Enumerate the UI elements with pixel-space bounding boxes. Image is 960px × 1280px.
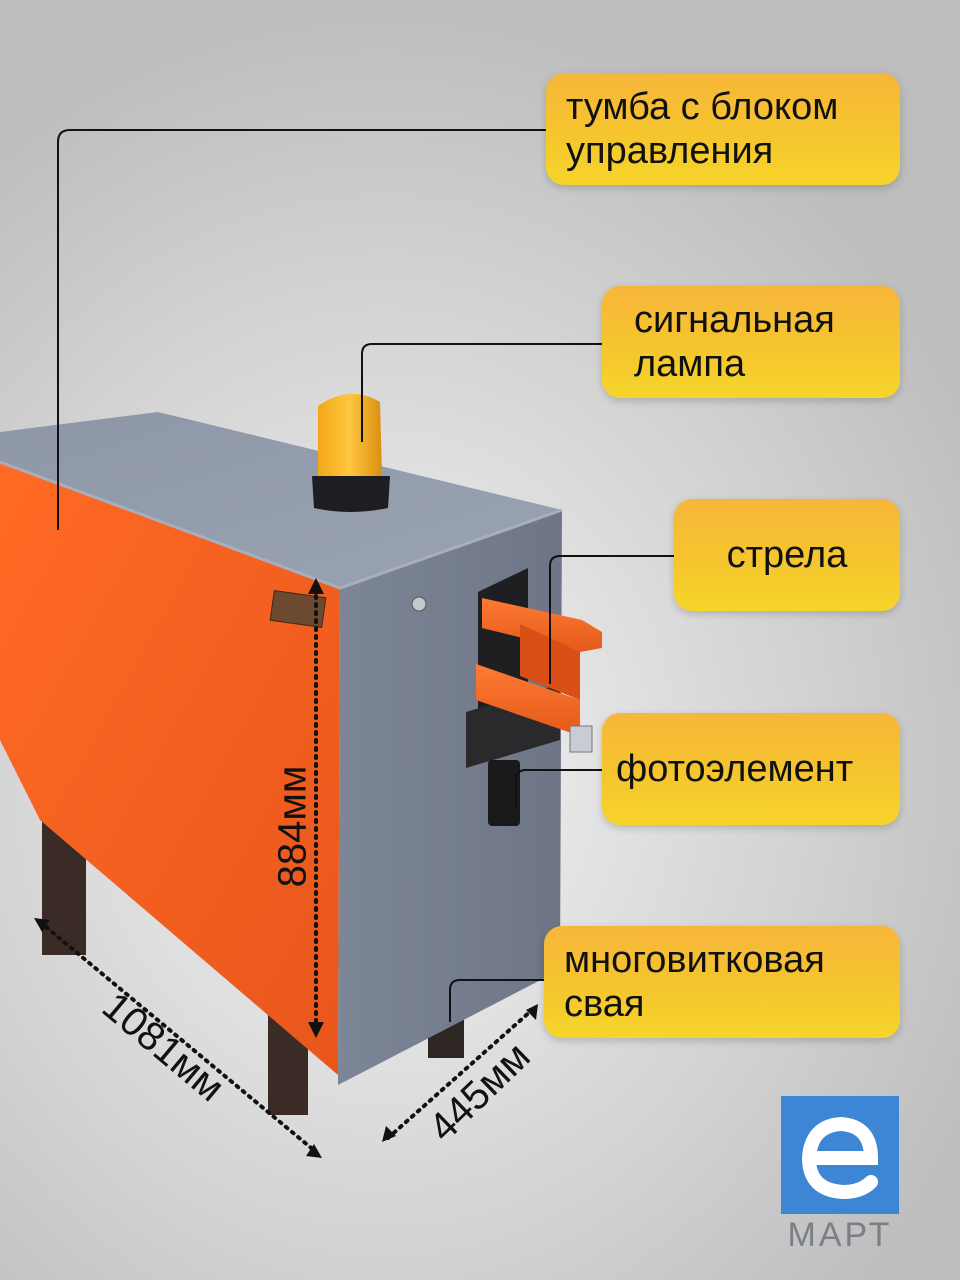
leader-pile	[449, 979, 546, 1022]
label-boom-text: стрела	[726, 534, 848, 576]
label-pile-text: многовитковая свая	[564, 939, 825, 1025]
signal-lamp-base	[312, 476, 390, 512]
dim-line-width	[386, 1008, 534, 1140]
dim-height: 884мм	[270, 765, 315, 888]
leader-photocell	[515, 769, 604, 808]
label-cabinet-text: тумба с блоком управления	[566, 86, 839, 172]
cabinet-front-orange	[0, 462, 340, 1075]
boom-arm	[482, 598, 602, 652]
label-photocell: фотоэлемент	[602, 713, 900, 825]
photocell-device	[488, 760, 520, 826]
label-pile: многовитковая свая	[544, 926, 900, 1038]
cabinet-top	[0, 412, 562, 588]
label-boom: стрела	[674, 499, 900, 611]
label-lamp-text: сигнальная лампа	[634, 299, 835, 385]
signal-lamp-dome	[318, 393, 382, 476]
label-photocell-text: фотоэлемент	[616, 748, 854, 790]
leader-boom	[549, 555, 676, 684]
label-lamp: сигнальная лампа	[602, 286, 900, 398]
label-cabinet: тумба с блоком управления	[546, 73, 900, 185]
screw	[411, 596, 427, 612]
dim-line-length	[38, 920, 318, 1154]
leader-cabinet	[57, 129, 548, 530]
leader-lamp	[361, 343, 604, 442]
brand-plate	[269, 589, 327, 629]
brand-name: МАРТ	[787, 1216, 893, 1254]
brand-logo-icon	[781, 1096, 899, 1214]
